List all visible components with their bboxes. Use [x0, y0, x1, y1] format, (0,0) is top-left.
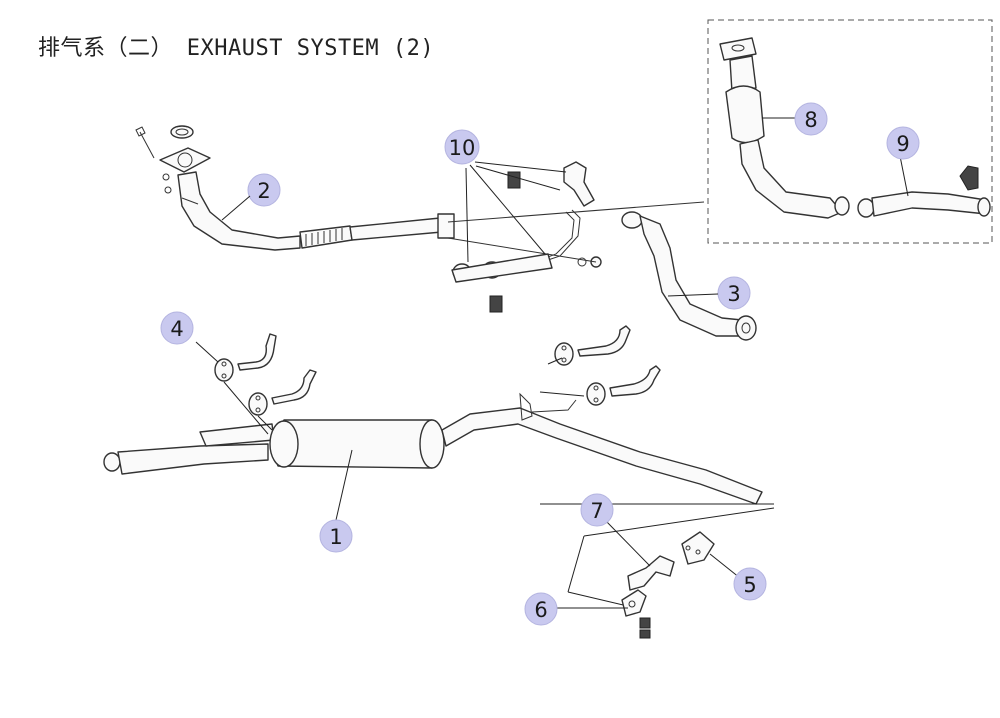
svg-text:6: 6 — [534, 598, 547, 622]
callout-2: 2 — [247, 173, 281, 207]
svg-text:7: 7 — [590, 499, 603, 523]
svg-text:9: 9 — [896, 132, 909, 156]
part-brackets — [447, 161, 705, 313]
callout-5: 5 — [733, 567, 767, 601]
callout-1: 1 — [319, 519, 353, 553]
part-mount-hardware — [540, 503, 775, 639]
part-intermediate-pipe — [621, 211, 757, 341]
callout-7: 7 — [580, 493, 614, 527]
callout-3: 3 — [717, 276, 751, 310]
inset-box — [707, 19, 993, 244]
svg-text:5: 5 — [743, 573, 756, 597]
callout-10: 10 — [444, 129, 480, 165]
part-muffler-assembly — [103, 392, 763, 521]
callout-6: 6 — [524, 592, 558, 626]
svg-text:1: 1 — [329, 525, 342, 549]
callout-8: 8 — [794, 102, 828, 136]
svg-text:4: 4 — [170, 317, 183, 341]
svg-text:3: 3 — [727, 282, 740, 306]
svg-text:8: 8 — [804, 108, 817, 132]
svg-text:10: 10 — [449, 136, 476, 160]
part-catalytic-converter — [719, 37, 850, 219]
svg-text:2: 2 — [257, 179, 270, 203]
callout-9: 9 — [886, 126, 920, 160]
callout-4: 4 — [160, 311, 194, 345]
diagram-title: 排气系（二） EXHAUST SYSTEM (2) — [38, 36, 435, 61]
part-front-pipe — [135, 125, 455, 251]
part-tail-pipe — [857, 155, 991, 218]
part-hangers — [195, 325, 661, 435]
